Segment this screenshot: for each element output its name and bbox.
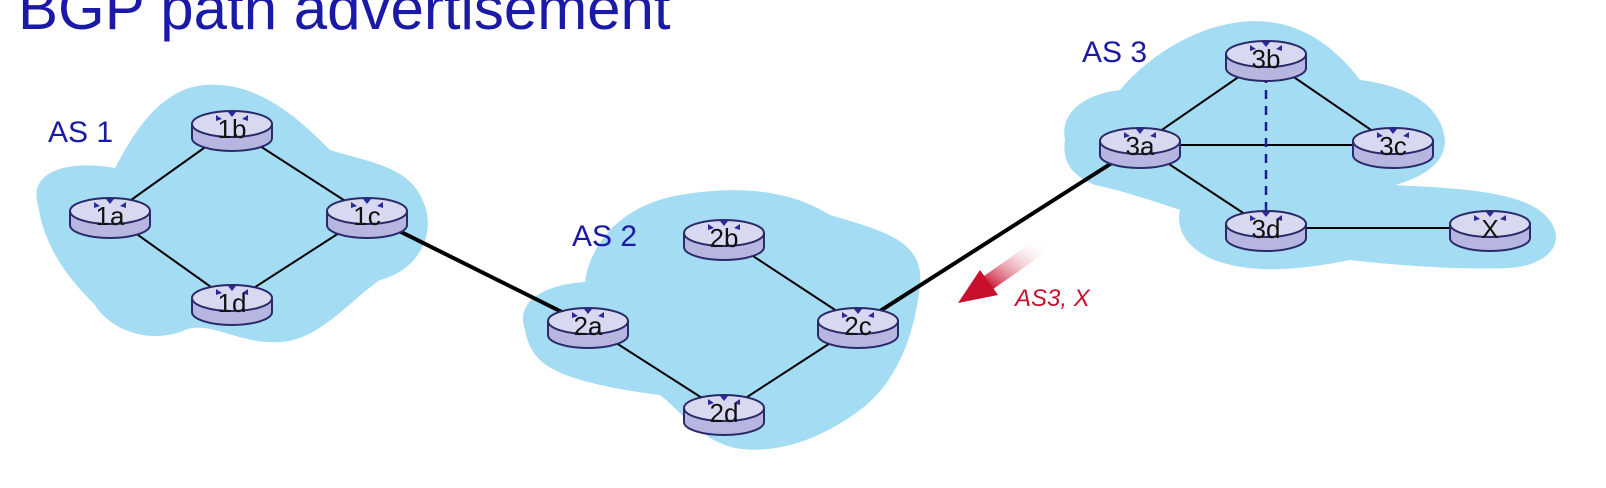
router-label: 1b [218, 114, 247, 144]
router-3a[interactable]: 3a [1099, 127, 1181, 169]
router-X[interactable]: X [1449, 210, 1531, 252]
routers-layer: 1a 1b 1c 1d 2a 2b 2c 2d 3a 3b 3c 3d X [69, 40, 1531, 436]
router-label: 1d [218, 288, 247, 318]
router-top [1352, 127, 1434, 155]
router-icon [351, 199, 383, 208]
router-label: 2a [574, 311, 603, 341]
router-icon [708, 221, 740, 230]
as1-label: AS 1 [48, 116, 113, 149]
router-label: 3d [1252, 214, 1281, 244]
router-label: 3c [1379, 131, 1406, 161]
router-top [1449, 210, 1531, 238]
router-icon [1250, 42, 1282, 51]
router-top [1225, 210, 1307, 238]
router-icon [1250, 212, 1282, 221]
router-label: 2d [710, 398, 739, 428]
router-icon [94, 199, 126, 208]
link-2c-3a [856, 143, 1142, 327]
router-label: 2c [844, 311, 871, 341]
router-top [1225, 40, 1307, 68]
router-icon [1377, 129, 1409, 138]
router-3c[interactable]: 3c [1352, 127, 1434, 169]
router-2b[interactable]: 2b [683, 219, 765, 261]
router-label: 3b [1252, 44, 1281, 74]
router-label: 2b [710, 223, 739, 253]
router-3b[interactable]: 3b [1225, 40, 1307, 82]
router-2d[interactable]: 2d [683, 394, 765, 436]
as2-cloud [523, 190, 921, 450]
router-top [326, 197, 408, 225]
router-top [547, 307, 629, 335]
router-top [191, 110, 273, 138]
router-1c[interactable]: 1c [326, 197, 408, 239]
advertisement-label: AS3, X [1013, 285, 1091, 312]
router-2c[interactable]: 2c [817, 307, 899, 349]
router-icon [842, 309, 874, 318]
router-1d[interactable]: 1d [191, 284, 273, 326]
router-label: 1a [96, 201, 125, 231]
router-icon [1474, 212, 1506, 221]
router-top [69, 197, 151, 225]
router-icon [216, 112, 248, 121]
router-label: X [1481, 214, 1498, 244]
as1-cloud [36, 84, 428, 343]
router-label: 3a [1126, 131, 1155, 161]
router-icon [708, 396, 740, 405]
as2-label: AS 2 [572, 220, 637, 253]
router-top [1099, 127, 1181, 155]
router-1a[interactable]: 1a [69, 197, 151, 239]
router-top [683, 219, 765, 247]
router-top [191, 284, 273, 312]
link-1c-2a [366, 213, 589, 327]
router-top [817, 307, 899, 335]
router-icon [216, 286, 248, 295]
as3-label: AS 3 [1082, 36, 1147, 69]
router-1b[interactable]: 1b [191, 110, 273, 152]
router-top [683, 394, 765, 422]
router-label: 1c [353, 201, 380, 231]
advertisement-arrow [958, 236, 1050, 303]
router-icon [1124, 129, 1156, 138]
router-2a[interactable]: 2a [547, 307, 629, 349]
router-icon [572, 309, 604, 318]
router-3d[interactable]: 3d [1225, 210, 1307, 252]
page-title: BGP path advertisement [18, 0, 671, 42]
